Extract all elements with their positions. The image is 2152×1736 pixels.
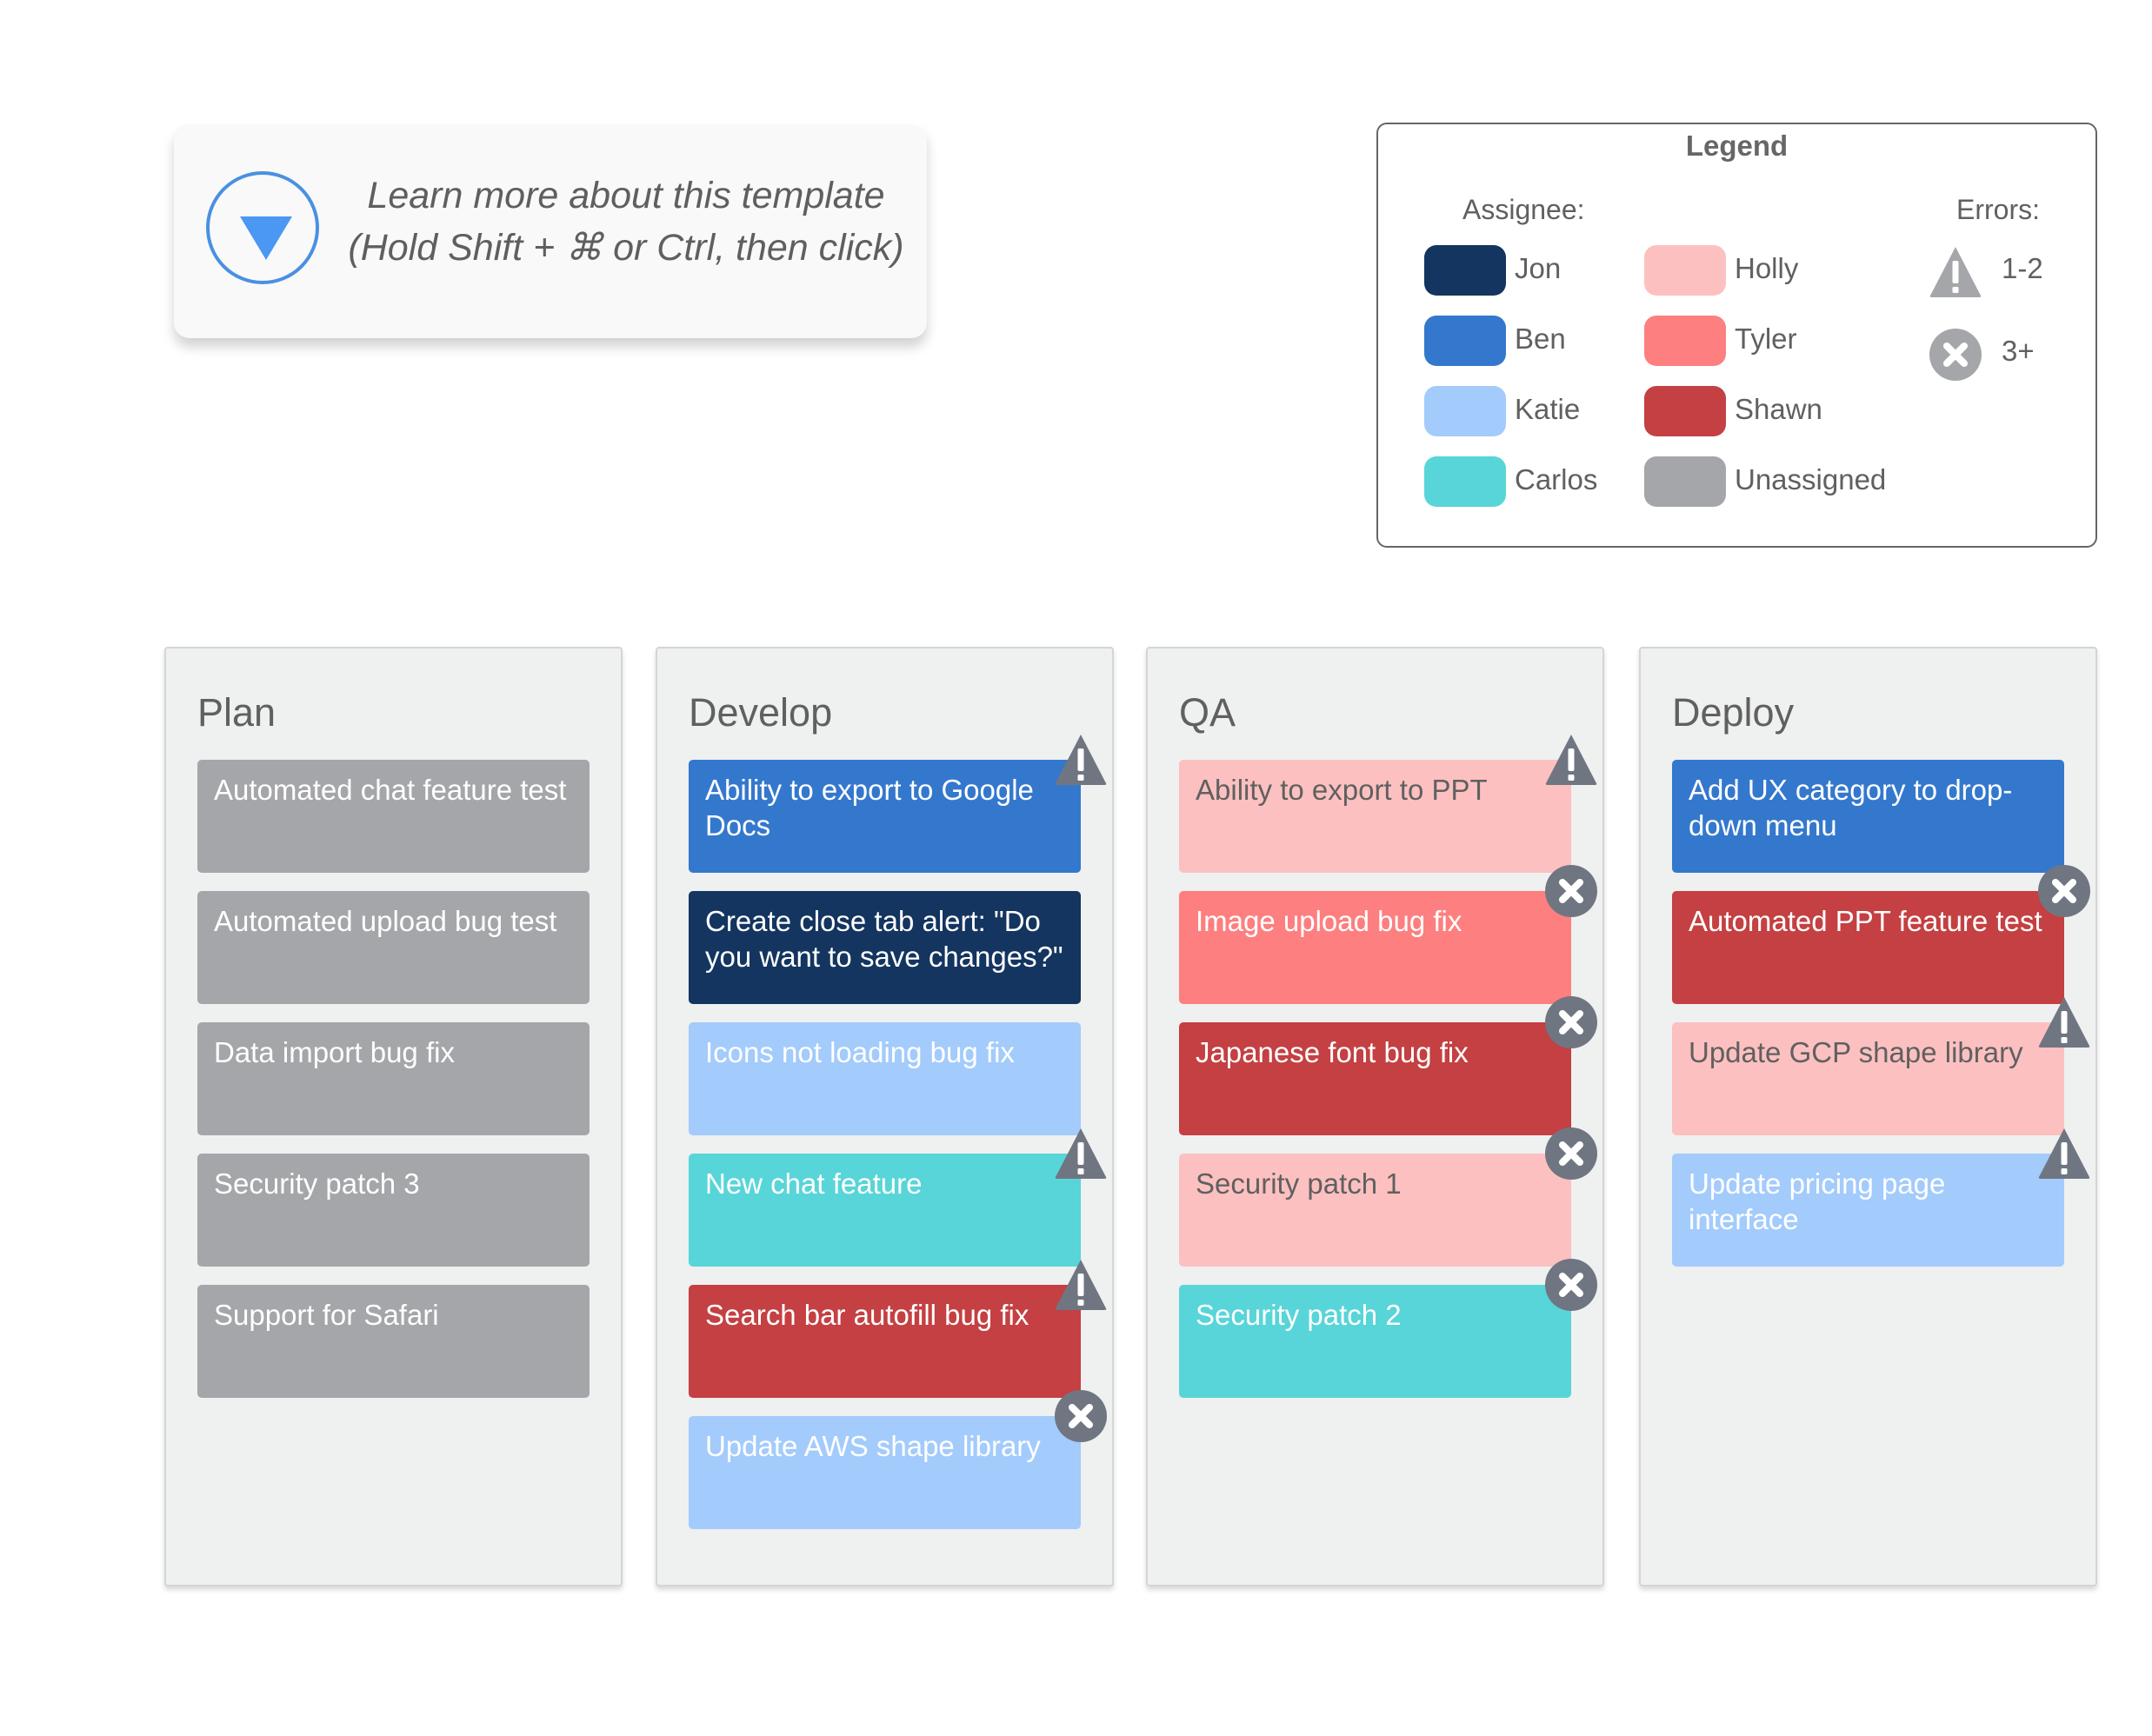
column-title: Plan	[197, 690, 276, 735]
task-card[interactable]: Ability to export to Google Docs	[689, 735, 1107, 873]
legend-swatch-tyler	[1644, 316, 1726, 366]
task-card[interactable]: Support for Safari	[197, 1285, 590, 1398]
task-card-text: Security patch 2	[1196, 1299, 1402, 1331]
learn-more-text: Learn more about this template (Hold Shi…	[348, 170, 904, 274]
legend-swatch-ben	[1424, 316, 1506, 366]
task-card-text: Automated PPT feature test	[1689, 905, 2042, 937]
legend-label-holly: Holly	[1735, 252, 1799, 284]
legend-label-ben: Ben	[1515, 323, 1566, 355]
warning-icon	[1544, 733, 1598, 787]
x-circle-icon	[1054, 1389, 1108, 1443]
task-card-text: Security patch 1	[1196, 1167, 1402, 1200]
warning-icon	[2037, 1127, 2091, 1181]
task-card[interactable]: Create close tab alert: "Do you want to …	[689, 891, 1081, 1004]
task-card-text: Ability to export to Google Docs	[705, 774, 1034, 841]
column-title: QA	[1179, 690, 1236, 735]
legend-label-katie: Katie	[1515, 393, 1581, 425]
legend-label-shawn: Shawn	[1735, 393, 1822, 425]
task-card[interactable]: Icons not loading bug fix	[689, 1022, 1081, 1135]
task-card-text: Search bar autofill bug fix	[705, 1299, 1029, 1331]
warning-icon	[1054, 1127, 1108, 1181]
task-card-text: Image upload bug fix	[1196, 905, 1462, 937]
x-circle-icon	[1544, 1258, 1598, 1312]
task-card-text: Data import bug fix	[214, 1036, 455, 1068]
legend-swatch-carlos	[1424, 456, 1506, 507]
legend-error-label: 3+	[2002, 335, 2035, 367]
task-card[interactable]: Search bar autofill bug fix	[689, 1260, 1107, 1398]
task-card-text: Icons not loading bug fix	[705, 1036, 1015, 1068]
warning-icon	[1054, 1258, 1108, 1312]
x-circle-icon	[1544, 864, 1598, 918]
learn-more-line-1: Learn more about this template	[367, 175, 885, 216]
assignee-label: Assignee:	[1462, 194, 1585, 225]
task-card[interactable]: Automated PPT feature test	[1672, 865, 2090, 1004]
task-card[interactable]: Security patch 1	[1179, 1127, 1597, 1267]
x-circle-icon	[1929, 328, 1982, 382]
task-card-text: Create close tab alert: "Do you want to …	[705, 905, 1063, 973]
chevron-down-circle-icon[interactable]	[206, 171, 319, 284]
card-list: Ability to export to PPT Image upload bug…	[1179, 735, 1597, 1398]
x-circle-icon	[1544, 1127, 1598, 1181]
task-card[interactable]: Update AWS shape library	[689, 1390, 1107, 1529]
task-card-text: Automated chat feature test	[214, 774, 567, 806]
legend-swatch-unassigned	[1644, 456, 1726, 507]
errors-label: Errors:	[1956, 194, 2040, 225]
task-card[interactable]: Update pricing page interface	[1672, 1128, 2090, 1267]
column-qa: QA Ability to export to PPT Image upload b…	[1146, 647, 1604, 1586]
task-card-text: Update GCP shape library	[1689, 1036, 2023, 1068]
task-card-text: New chat feature	[705, 1167, 923, 1200]
warning-icon	[1054, 733, 1108, 787]
legend-swatch-holly	[1644, 245, 1726, 296]
legend-label-unassigned: Unassigned	[1735, 463, 1887, 496]
learn-more-line-2: (Hold Shift + ⌘ or Ctrl, then click)	[348, 227, 904, 269]
task-card-text: Update pricing page interface	[1689, 1167, 1946, 1235]
task-card-text: Automated upload bug test	[214, 905, 557, 937]
learn-more-card[interactable]: Learn more about this template (Hold Shi…	[174, 124, 927, 338]
legend-swatch-jon	[1424, 245, 1506, 296]
task-card-text: Add UX category to drop-down menu	[1689, 774, 2013, 841]
legend-swatch-shawn	[1644, 386, 1726, 436]
task-card[interactable]: Add UX category to drop-down menu	[1672, 760, 2064, 873]
legend-error-label: 1-2	[2002, 252, 2043, 284]
legend-swatch-katie	[1424, 386, 1506, 436]
task-card[interactable]: Automated chat feature test	[197, 760, 590, 873]
task-card[interactable]: Automated upload bug test	[197, 891, 590, 1004]
x-circle-icon	[2037, 864, 2091, 918]
task-card[interactable]: New chat feature	[689, 1128, 1107, 1267]
task-card[interactable]: Security patch 3	[197, 1154, 590, 1267]
task-card[interactable]: Data import bug fix	[197, 1022, 590, 1135]
warning-icon	[1929, 245, 1982, 299]
task-card-text: Japanese font bug fix	[1196, 1036, 1469, 1068]
task-card-text: Security patch 3	[214, 1167, 420, 1200]
warning-icon	[2037, 995, 2091, 1049]
column-title: Develop	[689, 690, 833, 735]
task-card[interactable]: Image upload bug fix	[1179, 865, 1597, 1004]
task-card-text: Ability to export to PPT	[1196, 774, 1488, 806]
legend-label-jon: Jon	[1515, 252, 1562, 284]
task-card[interactable]: Ability to export to PPT	[1179, 735, 1597, 873]
legend-label-tyler: Tyler	[1735, 323, 1797, 355]
x-circle-icon	[1544, 995, 1598, 1049]
task-card[interactable]: Japanese font bug fix	[1179, 996, 1597, 1135]
legend-title: Legend	[1685, 130, 1789, 162]
task-card[interactable]: Update GCP shape library	[1672, 997, 2090, 1135]
task-card-text: Support for Safari	[214, 1299, 439, 1331]
legend-label-carlos: Carlos	[1515, 463, 1598, 496]
task-card-text: Update AWS shape library	[705, 1430, 1041, 1462]
column-title: Deploy	[1672, 690, 1795, 735]
task-card[interactable]: Security patch 2	[1179, 1259, 1597, 1398]
